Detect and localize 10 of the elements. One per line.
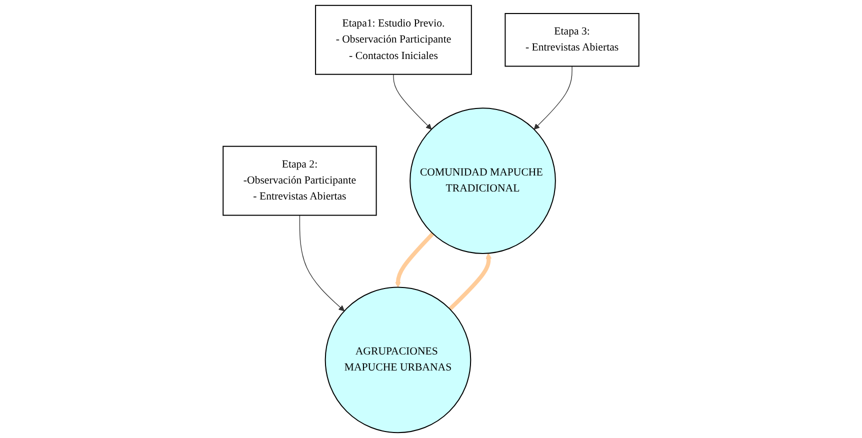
node-box: Etapa1: Estudio Previo. - Observación Participante - Contactos Iniciales xyxy=(315,4,472,75)
arrow xyxy=(448,253,492,311)
arrow xyxy=(299,214,345,312)
node-circle: COMUNIDAD MAPUCHE TRADICIONAL xyxy=(410,108,556,254)
arrow xyxy=(395,232,434,288)
node-box: Etapa 3: - Entrevistas Abiertas xyxy=(504,13,640,67)
node-box: Etapa 2: -Observación Participante - Entrevistas Abiertas xyxy=(222,146,377,216)
arrow xyxy=(534,66,572,130)
node-circle: AGRUPACIONES MAPUCHE URBANAS xyxy=(324,286,472,434)
arrow xyxy=(393,74,432,130)
